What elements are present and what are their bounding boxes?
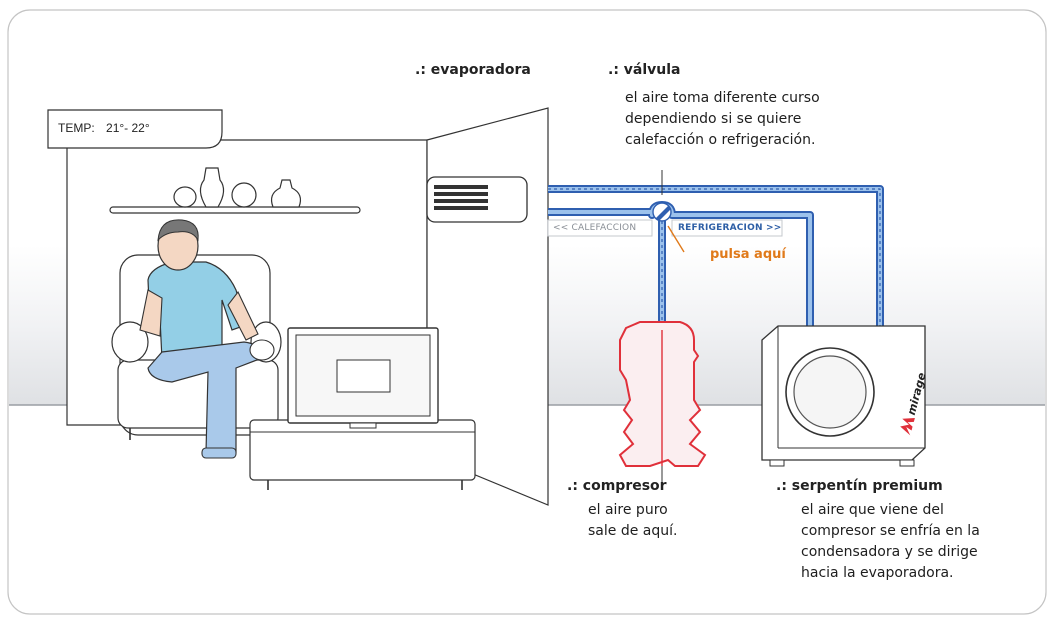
compresor-unit bbox=[618, 321, 707, 490]
compresor-desc: el aire puro sale de aquí. bbox=[588, 500, 677, 542]
temp-panel bbox=[47, 109, 223, 149]
armchair-arm-left bbox=[111, 321, 149, 363]
serpentin-line-1: el aire que viene del bbox=[801, 502, 944, 518]
valvula-line-2: dependiendo si se quiere bbox=[625, 111, 802, 127]
valvula-title: .: válvula bbox=[608, 62, 681, 78]
evaporadora-unit bbox=[426, 176, 528, 223]
cta-pointer bbox=[667, 225, 685, 253]
refrigeracion-label[interactable]: REFRIGERACION >> bbox=[678, 223, 782, 233]
condensadora-unit bbox=[761, 325, 926, 467]
man bbox=[139, 219, 275, 459]
valve-handle bbox=[656, 206, 671, 221]
evaporadora-title: .: evaporadora bbox=[415, 62, 531, 78]
shelf bbox=[109, 206, 361, 214]
valvula-line-3: calefacción o refrigeración. bbox=[625, 132, 816, 148]
refrigeracion-switch bbox=[671, 219, 783, 237]
pulsa-aqui-link[interactable]: pulsa aquí bbox=[710, 247, 786, 262]
valvula-desc: el aire toma diferente curso dependiendo… bbox=[625, 88, 820, 151]
shelf-vase-2 bbox=[270, 179, 302, 208]
compresor-line-1: el aire puro bbox=[588, 502, 668, 518]
calefaccion-switch bbox=[547, 219, 653, 237]
valvula-line-1: el aire toma diferente curso bbox=[625, 90, 820, 106]
tv-stand bbox=[249, 419, 476, 481]
serpentin-line-3: condensadora y se dirige bbox=[801, 544, 978, 560]
calefaccion-label[interactable]: << CALEFACCION bbox=[553, 223, 637, 233]
serpentin-line-4: hacia la evaporadora. bbox=[801, 565, 954, 581]
shelf-ball-2 bbox=[231, 182, 257, 208]
serpentin-desc: el aire que viene del compresor se enfrí… bbox=[801, 500, 980, 584]
temp-title: TEMP: bbox=[58, 121, 95, 135]
serpentin-title: .: serpentín premium bbox=[776, 478, 943, 494]
temp-label: TEMP: 21°- 22° bbox=[58, 121, 150, 135]
shelf-ball-1 bbox=[173, 186, 197, 208]
compresor-line-2: sale de aquí. bbox=[588, 523, 678, 539]
compresor-title: .: compresor bbox=[567, 478, 667, 494]
shelf-vase-1 bbox=[199, 167, 225, 208]
serpentin-line-2: compresor se enfría en la bbox=[801, 523, 980, 539]
temp-value: 21°- 22° bbox=[106, 121, 150, 135]
